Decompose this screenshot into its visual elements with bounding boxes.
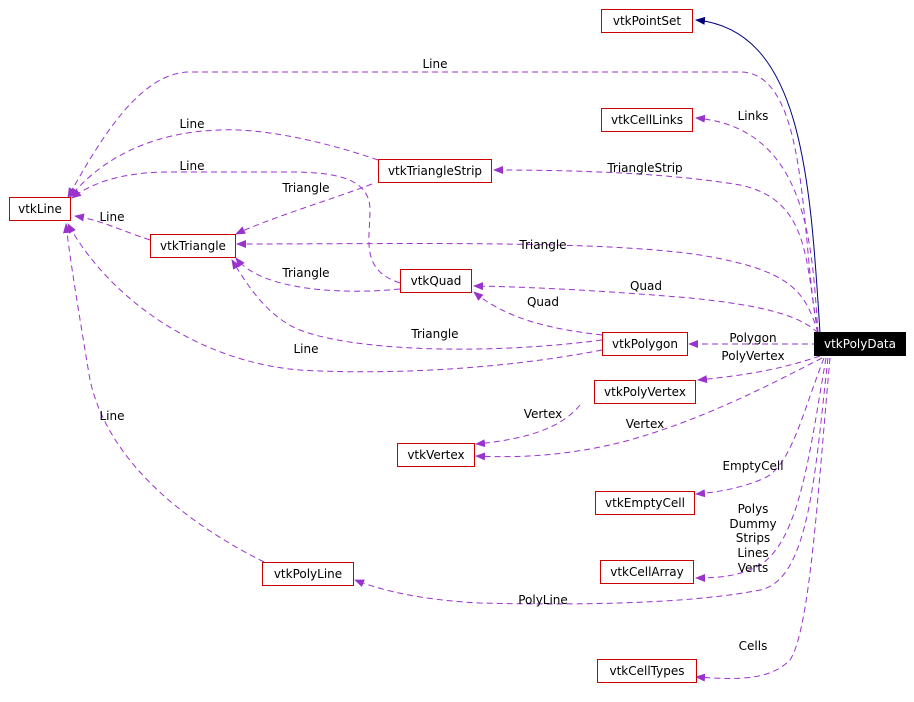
node-vtkVertex[interactable]: vtkVertex	[397, 443, 475, 467]
label-triangle-polygon: Triangle	[411, 327, 459, 341]
edge-line-polyline	[63, 223, 265, 563]
node-vtkCellTypes[interactable]: vtkCellTypes	[597, 659, 697, 683]
label-emptycell: EmptyCell	[722, 459, 784, 473]
edge-line-top	[67, 71, 819, 334]
node-vtkPolygon[interactable]: vtkPolygon	[602, 332, 688, 356]
label-dummy: Dummy	[729, 517, 777, 531]
label-line-triangle: Line	[99, 210, 125, 224]
label-line-polygon: Line	[293, 342, 319, 356]
label-polys: Polys	[737, 502, 769, 516]
label-cells: Cells	[738, 639, 768, 653]
label-vertex-polyvertex: Vertex	[523, 407, 563, 421]
edge-line-strip	[69, 129, 379, 198]
node-vtkPolyLine[interactable]: vtkPolyLine	[262, 562, 354, 586]
edge-line-polygon	[67, 223, 603, 373]
edge-triangle-quad	[235, 257, 401, 292]
node-vtkTriangle[interactable]: vtkTriangle	[150, 234, 236, 258]
node-vtkPointSet[interactable]: vtkPointSet	[601, 9, 693, 33]
edge-polyvertex	[697, 355, 821, 384]
label-line-top: Line	[422, 57, 448, 71]
label-line-strip: Line	[179, 117, 205, 131]
label-links: Links	[737, 109, 769, 123]
label-polygon: Polygon	[729, 331, 777, 345]
label-triangle-from-strip: Triangle	[282, 181, 330, 195]
edge-inherits-pointset	[695, 16, 821, 334]
node-vtkQuad[interactable]: vtkQuad	[400, 269, 472, 293]
edge-cellarray	[695, 357, 827, 582]
edge-cells	[695, 357, 831, 682]
edge-quad-main	[473, 282, 819, 334]
label-quad-main: Quad	[629, 279, 663, 293]
node-vtkTriangleStrip[interactable]: vtkTriangleStrip	[378, 159, 492, 183]
edge-line-triangle	[74, 213, 151, 241]
label-line-polyline: Line	[99, 409, 125, 423]
node-vtkCellArray[interactable]: vtkCellArray	[600, 560, 694, 584]
edge-triangle-polygon	[231, 259, 603, 350]
node-vtkPolyVertex[interactable]: vtkPolyVertex	[594, 380, 696, 404]
edge-quad-polygon	[473, 291, 603, 336]
label-quad-polygon: Quad	[526, 295, 560, 309]
edge-triangle-main	[236, 239, 819, 334]
label-lines: Lines	[737, 546, 769, 560]
edge-triangle-strip	[235, 183, 373, 235]
edge-polyline	[354, 357, 829, 605]
label-trianglestrip: TriangleStrip	[607, 161, 683, 175]
label-vertex-main: Vertex	[625, 417, 665, 431]
label-verts: Verts	[737, 561, 769, 575]
edge-emptycell	[695, 357, 825, 498]
node-vtkCellLinks[interactable]: vtkCellLinks	[601, 108, 693, 132]
edge-line-quad	[71, 171, 401, 284]
node-vtkEmptyCell[interactable]: vtkEmptyCell	[595, 491, 695, 515]
label-line-quad: Line	[179, 159, 205, 173]
edge-trianglestrip	[493, 166, 819, 334]
edge-vertex-polyvertex	[475, 404, 581, 448]
label-triangle-main: Triangle	[519, 238, 567, 252]
node-vtkLine[interactable]: vtkLine	[9, 197, 71, 221]
node-vtkPolyData[interactable]: vtkPolyData	[814, 332, 906, 356]
label-polyline: PolyLine	[518, 593, 568, 607]
label-strips: Strips	[735, 531, 771, 545]
edge-links	[695, 114, 819, 334]
label-polyvertex: PolyVertex	[721, 349, 785, 363]
label-triangle-quad: Triangle	[282, 266, 330, 280]
